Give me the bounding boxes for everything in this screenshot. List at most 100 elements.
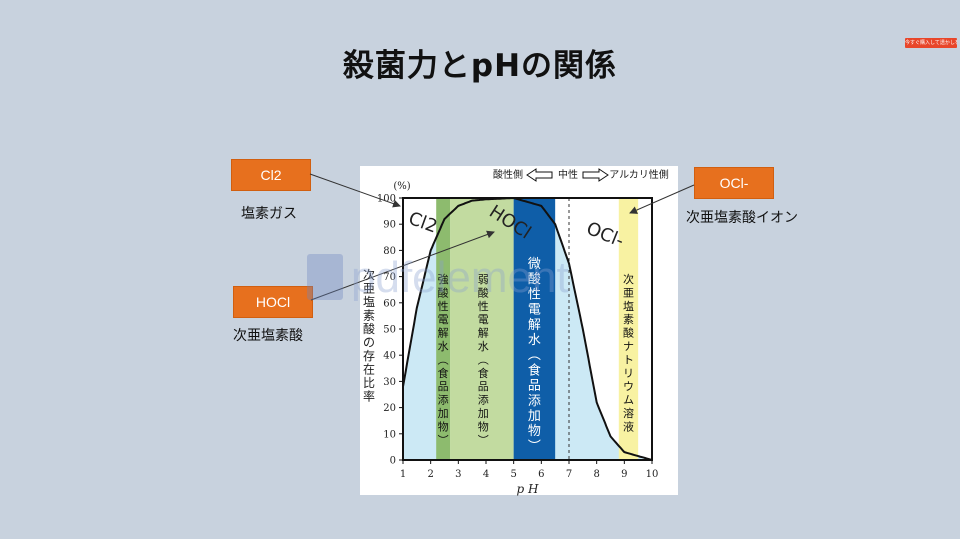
hocl-tag: HOCl bbox=[233, 286, 313, 318]
y-tick-label: 20 bbox=[383, 403, 396, 414]
x-tick-label: 2 bbox=[427, 469, 433, 480]
band-weak-acid bbox=[450, 198, 514, 460]
band-label-strong-acid: ︶ bbox=[438, 434, 449, 447]
band-label-slightly-acidic: ︶ bbox=[528, 439, 541, 454]
x-tick-label: 9 bbox=[621, 469, 627, 480]
y-tick-label: 50 bbox=[383, 325, 396, 336]
band-label-weak-acid: 水 bbox=[478, 340, 489, 353]
band-label-weak-acid: 食 bbox=[478, 366, 489, 380]
band-label-strong-acid: 強 bbox=[438, 273, 449, 286]
top-scale-acid: 酸性側 bbox=[493, 168, 523, 181]
y-tick-label: 0 bbox=[390, 456, 396, 467]
band-hypochlorite bbox=[618, 198, 639, 460]
y-tick-label: 70 bbox=[383, 272, 396, 283]
band-label-weak-acid: 品 bbox=[478, 380, 489, 393]
band-label-slightly-acidic: 解 bbox=[528, 318, 541, 333]
y-tick-label: 30 bbox=[383, 377, 396, 388]
band-label-slightly-acidic: 電 bbox=[528, 303, 541, 318]
band-slightly-acidic bbox=[513, 198, 556, 460]
y-unit-label: (%) bbox=[393, 181, 410, 192]
band-label-hypochlorite: 素 bbox=[623, 313, 634, 326]
band-label-hypochlorite: 次 bbox=[623, 272, 634, 286]
band-label-strong-acid: ︵ bbox=[438, 353, 449, 366]
cl2-caption: 塩素ガス bbox=[241, 206, 297, 222]
band-label-weak-acid: ︵ bbox=[478, 353, 489, 366]
band-label-slightly-acidic: 酸 bbox=[528, 272, 541, 287]
band-label-hypochlorite: リ bbox=[623, 367, 634, 380]
band-label-weak-acid: ︶ bbox=[478, 434, 489, 447]
band-label-strong-acid: 水 bbox=[438, 340, 449, 353]
y-tick-label: 90 bbox=[383, 220, 396, 231]
page-title: 殺菌力とpHの関係 bbox=[342, 48, 618, 84]
ocl-tag-label: OCl- bbox=[719, 175, 749, 191]
y-axis-label-char: 存 bbox=[363, 349, 375, 363]
top-scale-alkaline: アルカリ性側 bbox=[609, 168, 669, 181]
y-axis-label-char: 比 bbox=[363, 376, 375, 390]
ocl-caption: 次亜塩素酸イオン bbox=[686, 210, 798, 226]
x-tick-label: 7 bbox=[566, 469, 572, 480]
band-label-strong-acid: 加 bbox=[438, 407, 449, 420]
hocl-pointer-line bbox=[310, 230, 495, 301]
band-label-slightly-acidic: 性 bbox=[528, 287, 541, 302]
y-tick-label: 40 bbox=[383, 351, 396, 362]
band-strong-acid bbox=[436, 198, 451, 460]
x-tick-label: 1 bbox=[400, 469, 406, 480]
cl2-tag: Cl2 bbox=[231, 159, 311, 191]
y-axis-label-char: 在 bbox=[363, 363, 375, 377]
band-label-slightly-acidic: 水 bbox=[528, 333, 541, 348]
y-axis-label-char: 酸 bbox=[363, 321, 375, 336]
x-axis-label: p H bbox=[517, 482, 539, 496]
band-label-strong-acid: 性 bbox=[438, 299, 449, 313]
x-tick-label: 8 bbox=[593, 469, 599, 480]
band-label-strong-acid: 電 bbox=[438, 313, 449, 326]
band-label-slightly-acidic: ︵ bbox=[528, 348, 541, 363]
hocl-curve bbox=[402, 196, 653, 461]
y-axis-label-char: 素 bbox=[363, 309, 375, 323]
band-label-slightly-acidic: 物 bbox=[528, 424, 541, 439]
band-label-hypochlorite: ナ bbox=[623, 340, 634, 353]
remove-watermark-button[interactable]: 今すぐ購入して透かしを削除する bbox=[905, 38, 957, 48]
band-label-hypochlorite: ト bbox=[623, 353, 634, 366]
band-label-hypochlorite: 溶 bbox=[623, 406, 634, 420]
band-label-hypochlorite: ム bbox=[623, 394, 634, 407]
band-label-weak-acid: 添 bbox=[478, 393, 489, 407]
x-tick-label: 4 bbox=[483, 469, 489, 480]
band-label-slightly-acidic: 加 bbox=[528, 409, 541, 424]
band-label-weak-acid: 性 bbox=[478, 299, 489, 313]
ocl-pointer-line bbox=[629, 184, 695, 214]
band-label-hypochlorite: 塩 bbox=[623, 299, 634, 313]
band-label-hypochlorite: ウ bbox=[623, 380, 634, 393]
band-label-weak-acid: 加 bbox=[478, 407, 489, 420]
y-axis-label-char: 塩 bbox=[363, 294, 375, 309]
band-label-weak-acid: 電 bbox=[478, 313, 489, 326]
left-arrow-icon bbox=[526, 168, 553, 182]
y-tick-label: 10 bbox=[383, 429, 396, 440]
y-axis-label-char: の bbox=[363, 336, 375, 350]
x-tick-label: 6 bbox=[538, 469, 544, 480]
band-label-slightly-acidic: 添 bbox=[528, 394, 541, 409]
x-tick-label: 3 bbox=[455, 469, 461, 480]
band-label-hypochlorite: 亜 bbox=[623, 286, 634, 299]
band-label-strong-acid: 品 bbox=[438, 380, 449, 393]
band-label-strong-acid: 物 bbox=[438, 419, 449, 433]
y-tick-label: 60 bbox=[383, 298, 396, 309]
band-label-weak-acid: 弱 bbox=[478, 273, 489, 286]
band-label-slightly-acidic: 微 bbox=[528, 257, 541, 272]
y-tick-label: 100 bbox=[377, 194, 396, 205]
hocl-caption: 次亜塩素酸 bbox=[233, 328, 303, 344]
band-label-strong-acid: 食 bbox=[438, 366, 449, 380]
x-tick-label: 5 bbox=[510, 469, 516, 480]
top-scale-neutral: 中性 bbox=[558, 168, 578, 181]
band-label-slightly-acidic: 品 bbox=[528, 379, 541, 394]
y-tick-label: 80 bbox=[383, 246, 396, 257]
cl2-pointer-line bbox=[309, 173, 401, 208]
label-cl2: Cl2 bbox=[406, 208, 440, 238]
band-label-weak-acid: 物 bbox=[478, 419, 489, 433]
band-label-strong-acid: 添 bbox=[438, 393, 449, 407]
band-label-hypochlorite: 液 bbox=[623, 419, 634, 433]
right-arrow-icon bbox=[582, 168, 609, 182]
y-axis-label-char: 率 bbox=[363, 389, 375, 404]
y-axis-label-char: 次 bbox=[363, 268, 375, 282]
hocl-tag-label: HOCl bbox=[255, 294, 291, 310]
